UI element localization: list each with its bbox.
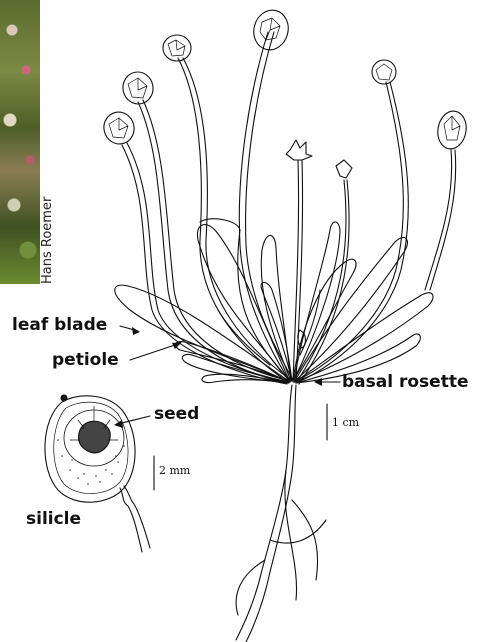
label-basal-rosette: basal rosette [342, 372, 468, 392]
label-seed: seed [154, 404, 199, 424]
silicle-pods [100, 6, 469, 178]
fruiting-stalks [122, 32, 456, 384]
taproot [236, 385, 326, 642]
label-silicle: silicle [26, 509, 81, 529]
scale-label-plant: 1 cm [332, 416, 359, 429]
scale-label-silicle: 2 mm [159, 464, 190, 477]
label-petiole: petiole [52, 350, 119, 370]
rosette-leaves [115, 219, 433, 383]
label-leaf-blade: leaf blade [12, 315, 107, 335]
